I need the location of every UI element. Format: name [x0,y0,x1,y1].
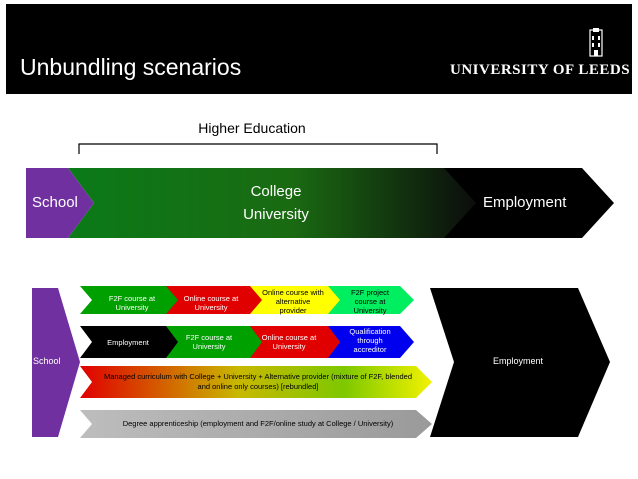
row1-label-1: F2F course at University [108,294,156,312]
higher-education-bracket [78,143,438,154]
top-school-label: School [32,194,78,211]
row2-label-2: F2F course at University [185,333,233,351]
bottom-school-shape [32,288,80,437]
top-school-chevron [26,168,94,238]
top-employment-chevron [440,168,614,238]
top-college-university-chevron [68,168,476,238]
bottom-employment-shape [430,288,610,437]
row2-chevron-3 [250,326,342,358]
page-title: Unbundling scenarios [20,54,242,80]
row1-chevron-1 [80,286,180,314]
higher-education-label: Higher Education [198,120,306,136]
top-college-university-label: College University [176,180,376,226]
university-wordmark: UNIVERSITY OF LEEDS [450,62,631,78]
row4-label: Degree apprenticeship (employment and F2… [122,419,394,428]
top-university-label: University [243,206,309,223]
top-employment-label: Employment [483,194,567,211]
row3-chevron [80,366,432,398]
top-college-label: College [250,183,302,200]
row4-chevron [80,410,432,438]
row2-label-3: Online course at University [261,333,317,351]
bottom-employment-label: Employment [493,356,544,366]
row1-label-4: F2F project course at University [351,288,389,315]
row2-label-4: Qualification through accreditor [349,327,391,354]
row1-label-2: Online course at University [183,294,239,312]
row3-label: Managed curriculum with College + Univer… [103,372,413,391]
row1-chevron-3 [250,286,342,314]
row1-chevron-4 [328,286,414,314]
row2-label-1: Employment [107,338,149,347]
row2-chevron-4 [328,326,414,358]
row2-chevron-2 [166,326,264,358]
header-bar [6,4,632,94]
row2-chevron-1 [80,326,180,358]
bottom-school-label: School [33,356,61,366]
row1-label-3: Online course with alternative provider [262,288,324,315]
row1-chevron-2 [166,286,264,314]
university-crest-icon [589,28,603,57]
